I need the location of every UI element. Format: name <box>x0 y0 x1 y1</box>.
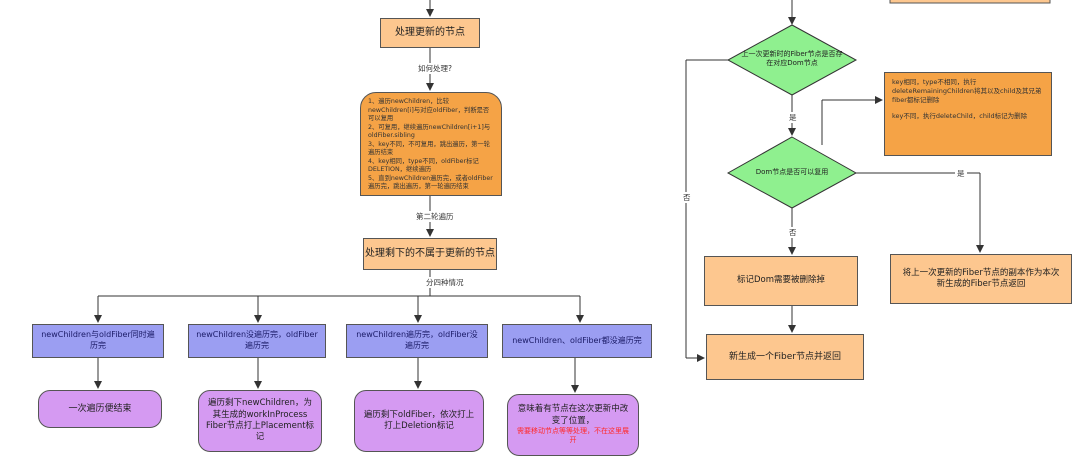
new-fiber-label: 新生成一个Fiber节点并返回 <box>729 351 841 362</box>
mark-delete-label: 标记Dom需要被删除掉 <box>736 275 826 286</box>
label-no-1: 否 <box>681 192 693 203</box>
diamond-reusable-shape <box>726 136 858 209</box>
cropped-top-box <box>889 0 1051 4</box>
mark-delete-node: 标记Dom需要被删除掉 <box>704 256 858 306</box>
key-note-line2: key不同，执行deleteChild，child标记为删除 <box>892 112 1028 121</box>
case-4-node: newChildren、oldFiber都没遍历完 <box>502 324 652 358</box>
result-1-node: 一次遍历便结束 <box>38 390 162 428</box>
label-yes-1: 是 <box>787 112 799 123</box>
label-yes-2: 是 <box>955 168 967 179</box>
step-2: 2、可复用，继续遍历newChildren[i+1]与oldFiber.sibl… <box>368 123 491 140</box>
result-3-label: 遍历剩下oldFiber，依次打上打上Deletion标记 <box>363 409 475 431</box>
process-rest-label: 处理剩下的不属于更新的节点 <box>365 248 495 260</box>
step-5: 5、直到newChildren遍历完，或者oldFiber遍历完，跳出遍历，第一… <box>368 174 493 191</box>
step-4: 4、key相同，type不同，oldFiber标记DELETION，继续遍历 <box>368 157 479 174</box>
case-2-label: newChildren没遍历完，oldFiber遍历完 <box>196 330 318 350</box>
result-4-red-label: 需要移动节点等等处理，不在这里展开 <box>517 427 629 445</box>
case-3-label: newChildren遍历完，oldFiber没遍历完 <box>356 330 478 350</box>
result-2-label: 遍历剩下newChildren，为其生成的workInProcess Fiber… <box>205 398 315 443</box>
step-3: 3、key不同，不可复用，跳出遍历，第一轮遍历结束 <box>368 140 491 157</box>
new-fiber-node: 新生成一个Fiber节点并返回 <box>706 334 864 380</box>
label-no-2: 否 <box>787 227 799 238</box>
result-4-label: 意味着有节点在这次更新中改变了位置， <box>517 404 629 426</box>
process-update-node: 处理更新的节点 <box>380 18 480 48</box>
case-4-label: newChildren、oldFiber都没遍历完 <box>512 335 642 345</box>
diamond-dom-exists-text: 上一次更新时的Fiber节点是否存在对应Dom节点 <box>741 50 843 68</box>
step-1: 1、遍历newChildren，比较newChildren[i]与对应oldFi… <box>368 98 490 122</box>
result-1-label: 一次遍历便结束 <box>68 403 132 414</box>
case-1-node: newChildren与oldFiber同时遍历完 <box>32 324 164 358</box>
case-1-label: newChildren与oldFiber同时遍历完 <box>41 330 155 350</box>
label-four-cases: 分四种情况 <box>424 277 466 288</box>
result-2-node: 遍历剩下newChildren，为其生成的workInProcess Fiber… <box>198 390 322 452</box>
case-3-node: newChildren遍历完，oldFiber没遍历完 <box>346 324 488 358</box>
case-2-node: newChildren没遍历完，oldFiber遍历完 <box>188 324 326 358</box>
diamond-dom-exists-shape <box>726 24 858 96</box>
key-note-line1: key相同，type不相同，执行deleteRemainingChildren将… <box>892 78 1042 104</box>
process-update-label: 处理更新的节点 <box>395 27 465 39</box>
key-note-box: key相同，type不相同，执行deleteRemainingChildren将… <box>884 72 1052 156</box>
steps-box: 1、遍历newChildren，比较newChildren[i]与对应oldFi… <box>360 92 502 196</box>
clone-fiber-label: 将上一次更新的Fiber节点的副本作为本次新生成的Fiber节点返回 <box>902 267 1060 289</box>
process-rest-node: 处理剩下的不属于更新的节点 <box>363 238 497 270</box>
result-4-node: 意味着有节点在这次更新中改变了位置， 需要移动节点等等处理，不在这里展开 <box>507 394 639 456</box>
clone-fiber-node: 将上一次更新的Fiber节点的副本作为本次新生成的Fiber节点返回 <box>890 254 1072 304</box>
diamond-reusable-text: Dom节点是否可以复用 <box>755 168 829 176</box>
label-how: 如何处理? <box>416 63 454 74</box>
label-second-round: 第二轮遍历 <box>414 211 456 222</box>
result-3-node: 遍历剩下oldFiber，依次打上打上Deletion标记 <box>354 390 484 452</box>
